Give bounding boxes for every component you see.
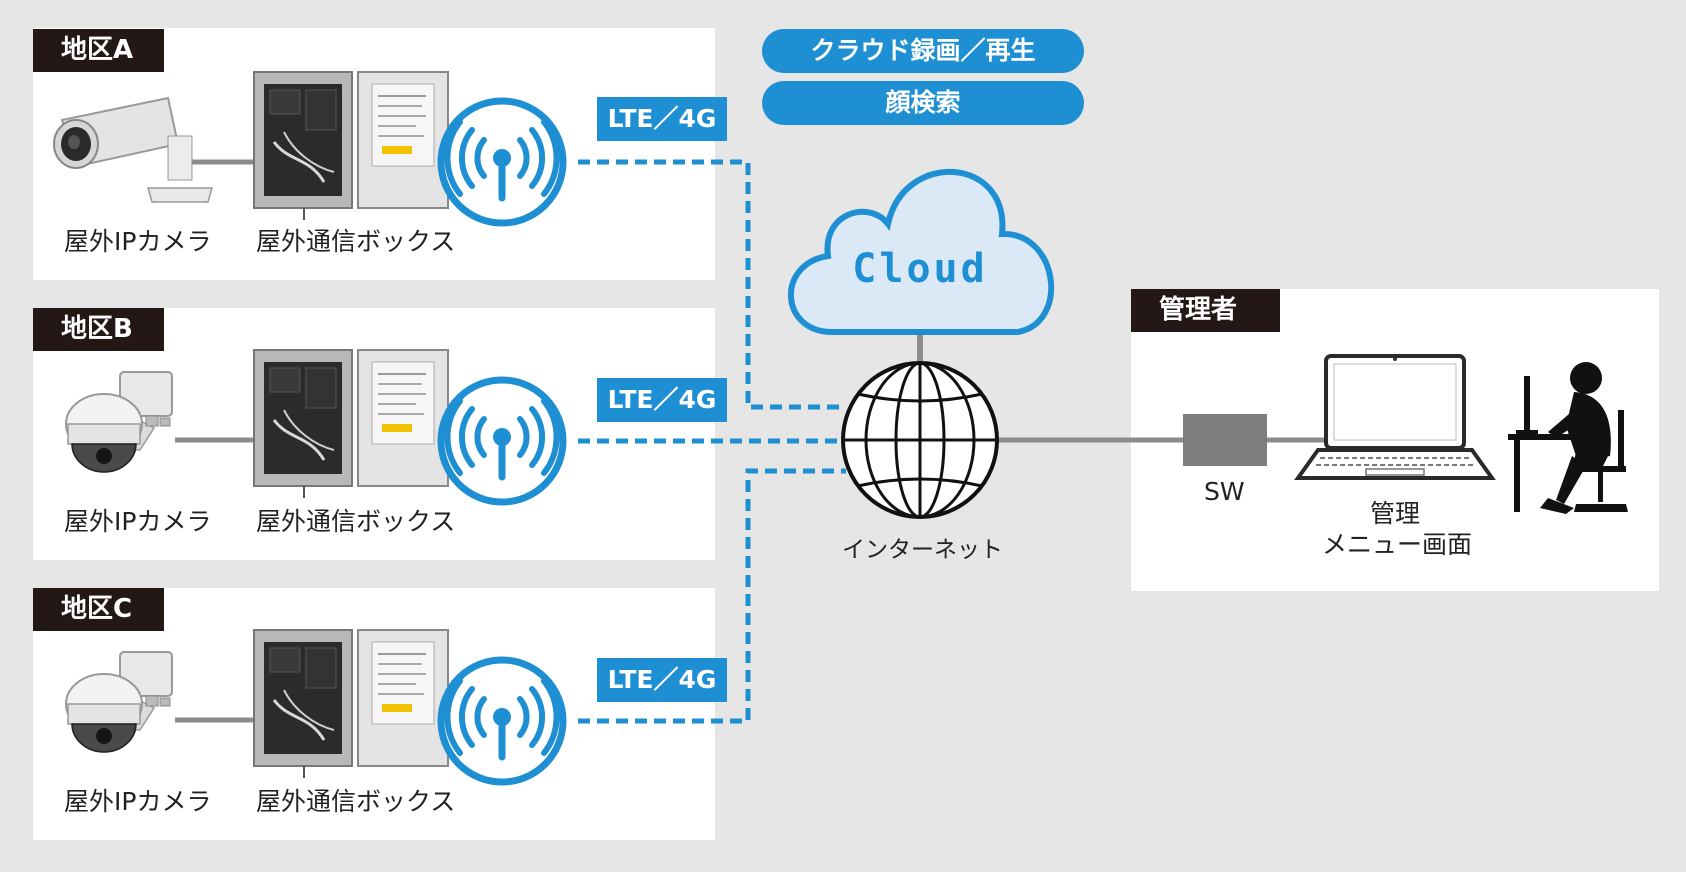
communication-box-icon	[252, 348, 450, 500]
globe-icon	[841, 361, 999, 519]
lte-label: LTE／4G	[597, 97, 727, 141]
region-a-tag: 地区A	[33, 29, 164, 72]
face-search-service: 顔検索	[762, 81, 1084, 125]
admin-menu-label-line2: メニュー画面	[1322, 530, 1473, 559]
dome-camera-icon	[65, 371, 173, 473]
camera-label: 屋外IPカメラ	[64, 227, 212, 256]
lte-label: LTE／4G	[597, 378, 727, 422]
lte-label: LTE／4G	[597, 658, 727, 702]
communication-box-icon	[252, 628, 450, 780]
camera-label: 屋外IPカメラ	[64, 787, 212, 816]
admin-tag: 管理者	[1131, 289, 1280, 332]
cloud-recording-service: クラウド録画／再生	[762, 29, 1084, 73]
laptop-icon	[1294, 354, 1496, 480]
antenna-icon	[441, 101, 563, 223]
lte-links	[578, 159, 846, 724]
antenna-icon	[441, 660, 563, 782]
dome-camera-icon	[65, 651, 173, 753]
bullet-camera-icon	[53, 97, 213, 203]
communication-box-icon	[252, 70, 450, 222]
comm-box-label: 屋外通信ボックス	[256, 227, 456, 256]
switch-label: SW	[1204, 477, 1245, 506]
cloud-icon	[788, 168, 1055, 335]
admin-menu-label-line1: 管理	[1370, 499, 1421, 528]
camera-label: 屋外IPカメラ	[64, 507, 212, 536]
cloud-label: Cloud	[852, 246, 988, 292]
comm-box-label: 屋外通信ボックス	[256, 507, 456, 536]
region-b-tag: 地区B	[33, 308, 164, 351]
internet-label: インターネット	[842, 537, 1003, 563]
person-at-desk-icon	[1508, 362, 1628, 514]
antenna-icon	[441, 380, 563, 502]
switch-icon	[1183, 414, 1267, 466]
region-c-tag: 地区C	[33, 588, 164, 631]
comm-box-label: 屋外通信ボックス	[256, 787, 456, 816]
